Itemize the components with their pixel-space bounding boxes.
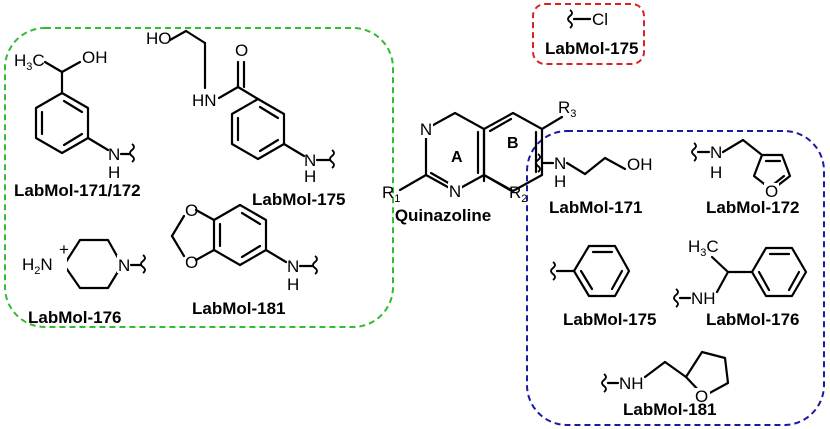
nh-n-atom-181: N	[287, 257, 299, 276]
piperazine-n-atom: N	[118, 256, 130, 275]
blue-label-labmol-181: LabMol-181	[623, 400, 717, 419]
green-group-box	[4, 27, 394, 328]
blue-label-labmol-175: LabMol-175	[563, 310, 657, 329]
nh-h-atom-181: H	[287, 275, 299, 294]
green-label-labmol-176: LabMol-176	[28, 308, 122, 327]
green-labmol-176-structure: H2N + N	[22, 238, 146, 290]
blue-nh-atom-176: NH	[691, 289, 716, 308]
green-labmol-181-structure: O O N H	[170, 201, 318, 294]
red-label-labmol-175: LabMol-175	[545, 39, 639, 58]
nh-n-atom-175: N	[304, 151, 316, 170]
core-n1-atom: N	[420, 120, 432, 139]
blue-nh-atom-181: NH	[619, 374, 644, 393]
carbonyl-o-atom: O	[235, 41, 248, 60]
red-group-box	[532, 3, 645, 65]
blue-labmol-181-structure: NH O	[601, 350, 730, 406]
plus-charge: +	[59, 240, 69, 259]
blue-labmol-171-structure: N H OH	[535, 153, 653, 191]
core-n3-atom: N	[449, 182, 461, 201]
ho-atom: HO	[146, 29, 172, 48]
green-label-labmol-175: LabMol-175	[252, 190, 346, 209]
blue-n-atom-172: N	[710, 143, 722, 162]
blue-label-labmol-172: LabMol-172	[706, 198, 800, 217]
blue-furan-o-atom: O	[765, 182, 778, 201]
blue-ch3-atom: H3C	[688, 237, 719, 259]
ring-a-label: A	[451, 149, 463, 166]
nh-h-atom-175: H	[304, 167, 316, 186]
dioxole-o1-atom: O	[185, 201, 198, 220]
blue-group-box	[526, 130, 825, 426]
blue-labmol-172-structure: N H O	[691, 138, 792, 201]
red-cl-structure: Cl	[567, 9, 608, 29]
ch3-atom: H3C	[14, 51, 45, 73]
oh-atom: OH	[82, 48, 108, 67]
quinazoline-name: Quinazoline	[395, 206, 491, 225]
cl-atom: Cl	[592, 10, 608, 29]
nh-n-atom: N	[108, 145, 120, 164]
r3-label: R3	[558, 98, 576, 120]
hn-atom: HN	[192, 91, 217, 110]
green-label-labmol-171-172: LabMol-171/172	[14, 181, 141, 200]
green-label-labmol-181: LabMol-181	[192, 299, 286, 318]
blue-label-labmol-171: LabMol-171	[549, 198, 643, 217]
r1-label: R1	[382, 183, 400, 205]
ring-b-label: B	[507, 135, 519, 152]
blue-label-labmol-176: LabMol-176	[706, 310, 800, 329]
blue-n-atom-171: N	[554, 154, 566, 173]
quinazoline-core: N N A B R1 R2 R3	[382, 98, 576, 205]
blue-h-atom-171: H	[554, 172, 566, 191]
blue-h-atom-172: H	[710, 163, 722, 182]
dioxole-o2-atom: O	[185, 253, 198, 272]
h2n-atom: H2N	[22, 255, 53, 277]
blue-labmol-176-structure: H3C NH	[673, 237, 808, 308]
green-labmol-175-structure: HO HN O N H	[146, 29, 335, 186]
blue-labmol-175-structure	[550, 244, 631, 298]
nh-h-atom: H	[108, 163, 120, 182]
blue-thf-o-atom: O	[695, 387, 708, 406]
r2-label: R2	[509, 183, 527, 205]
green-labmol-171-172-structure: H3C OH N H	[14, 48, 135, 182]
blue-oh-atom-171: OH	[627, 155, 653, 174]
